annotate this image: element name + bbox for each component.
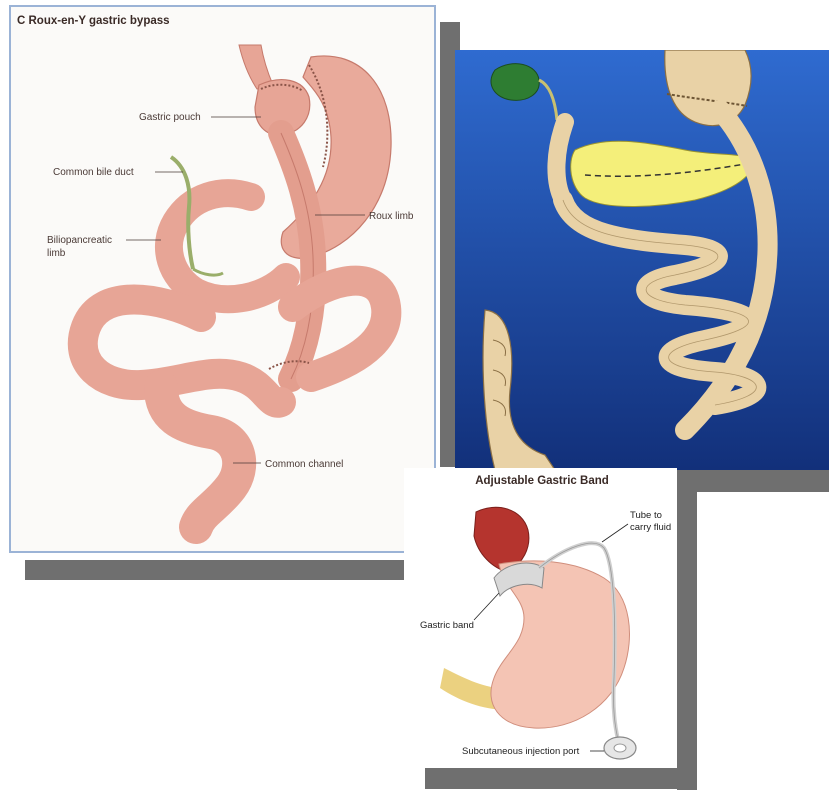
label-roux-limb: Roux limb	[369, 211, 414, 222]
injection-port-center	[614, 744, 626, 752]
gallbladder	[491, 64, 539, 101]
band-title: Adjustable Gastric Band	[475, 475, 609, 487]
label-biliopancreatic-line2: limb	[47, 248, 66, 259]
duodenal-switch-illustration	[455, 50, 829, 470]
rygb-panel-shadow	[25, 560, 425, 580]
label-common-bile-duct: Common bile duct	[53, 167, 134, 178]
rygb-title: C Roux-en-Y gastric bypass	[17, 15, 170, 27]
label-tube-line2: carry fluid	[630, 522, 671, 533]
label-injection-port: Subcutaneous injection port	[462, 746, 580, 757]
adjustable-gastric-band-illustration: Adjustable Gastric Band Tube to carry fl…	[404, 468, 677, 768]
label-common-channel: Common channel	[265, 459, 343, 470]
label-gastric-band: Gastric band	[420, 620, 474, 631]
duodenal-stump	[556, 122, 565, 200]
ds-panel-shadow-bottom	[677, 470, 829, 492]
band-panel-shadow-right	[677, 490, 697, 790]
label-gastric-pouch: Gastric pouch	[139, 112, 201, 123]
label-tube-line1: Tube to	[630, 510, 662, 521]
label-biliopancreatic-line1: Biliopancreatic	[47, 235, 112, 246]
roux-en-y-illustration: C Roux-en-Y gastric bypass Gastric pouch…	[9, 5, 436, 553]
band-panel-shadow-bottom	[425, 768, 695, 789]
